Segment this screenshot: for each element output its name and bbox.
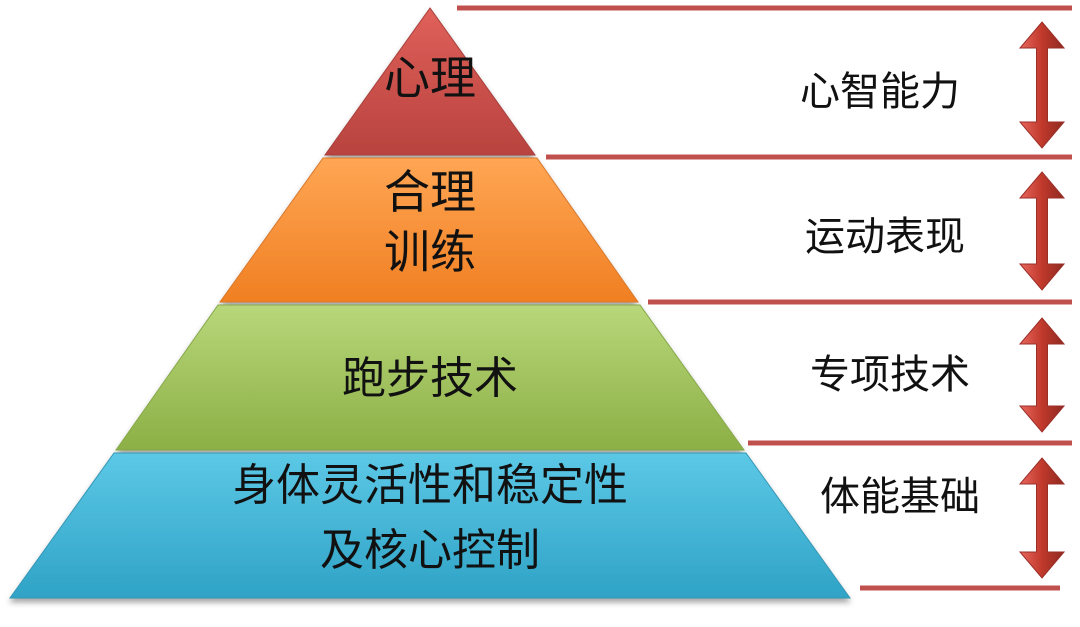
side-label-specific-technique: 专项技术: [810, 352, 970, 398]
tier-label-training-line1: 合理: [384, 165, 476, 219]
double-arrow-icon-2: [1018, 171, 1066, 291]
tier-running-technique: [115, 304, 745, 451]
level-dividers: [457, 5, 1072, 591]
tier-training: [219, 157, 639, 303]
tier-psychology: [324, 7, 536, 156]
tier-label-psychology: 心理: [384, 51, 476, 105]
double-arrow-icon-1: [1018, 21, 1066, 149]
side-label-athletic-performance: 运动表现: [805, 214, 965, 260]
tier-label-mobility-line2: 及核心控制: [320, 525, 540, 576]
tier-mobility-core: [9, 452, 851, 599]
side-label-physical-foundation: 体能基础: [820, 474, 980, 520]
double-arrow-icon-4: [1018, 457, 1066, 579]
pyramid: [9, 7, 851, 599]
tier-label-training-line2: 训练: [384, 225, 476, 279]
double-arrow-icon-3: [1018, 317, 1066, 433]
tier-label-running-technique: 跑步技术: [342, 353, 518, 404]
side-label-mental-ability: 心智能力: [800, 69, 960, 115]
level-arrows: [1018, 21, 1066, 579]
tier-label-mobility-line1: 身体灵活性和稳定性: [232, 460, 628, 511]
